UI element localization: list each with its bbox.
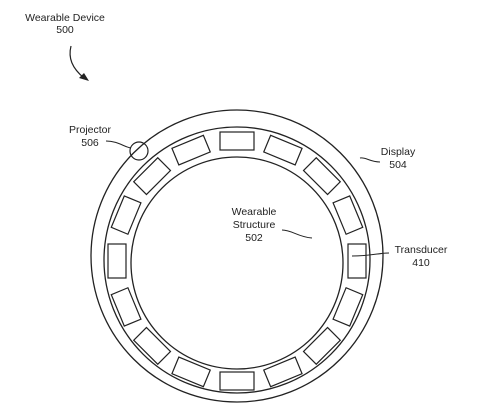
display-band-outer (103, 126, 371, 394)
transducer-element (219, 371, 255, 391)
transducer-element (347, 243, 367, 279)
transducer-element (171, 134, 212, 166)
transducer-element (132, 156, 172, 196)
transducer-element (262, 134, 303, 166)
projector-number: 506 (81, 137, 99, 149)
transducer-element (302, 156, 342, 196)
projector-leader (105, 140, 132, 149)
structure-number: 502 (245, 232, 263, 244)
projector-marker (129, 141, 149, 161)
transducer-element (219, 131, 255, 151)
structure-title-line1: Wearable (232, 206, 277, 218)
wearable-structure-ring (130, 156, 344, 370)
display-leader (359, 157, 381, 163)
transducer-element (171, 356, 212, 388)
transducer-leader (351, 252, 390, 257)
display-title: Display (381, 146, 416, 158)
wearable-device-arrowhead (79, 73, 89, 81)
transducer-element (302, 326, 342, 366)
transducer-number: 410 (412, 257, 430, 269)
display-number: 504 (389, 159, 407, 171)
transducer-element (132, 326, 172, 366)
transducer-element (332, 195, 364, 236)
transducer-title: Transducer (395, 244, 448, 256)
wearable-device-number: 500 (56, 24, 74, 36)
transducer-array (107, 131, 367, 391)
structure-title-line2: Structure (233, 219, 276, 231)
transducer-element (110, 195, 142, 236)
display-outer-ring (90, 109, 384, 403)
transducer-element (262, 356, 303, 388)
transducer-element (107, 243, 127, 279)
transducer-element (110, 286, 142, 327)
transducer-element (332, 286, 364, 327)
structure-leader (281, 229, 313, 239)
wearable-device-title: Wearable Device (25, 12, 105, 24)
projector-title: Projector (69, 124, 112, 136)
wearable-device-arrow (69, 45, 85, 79)
